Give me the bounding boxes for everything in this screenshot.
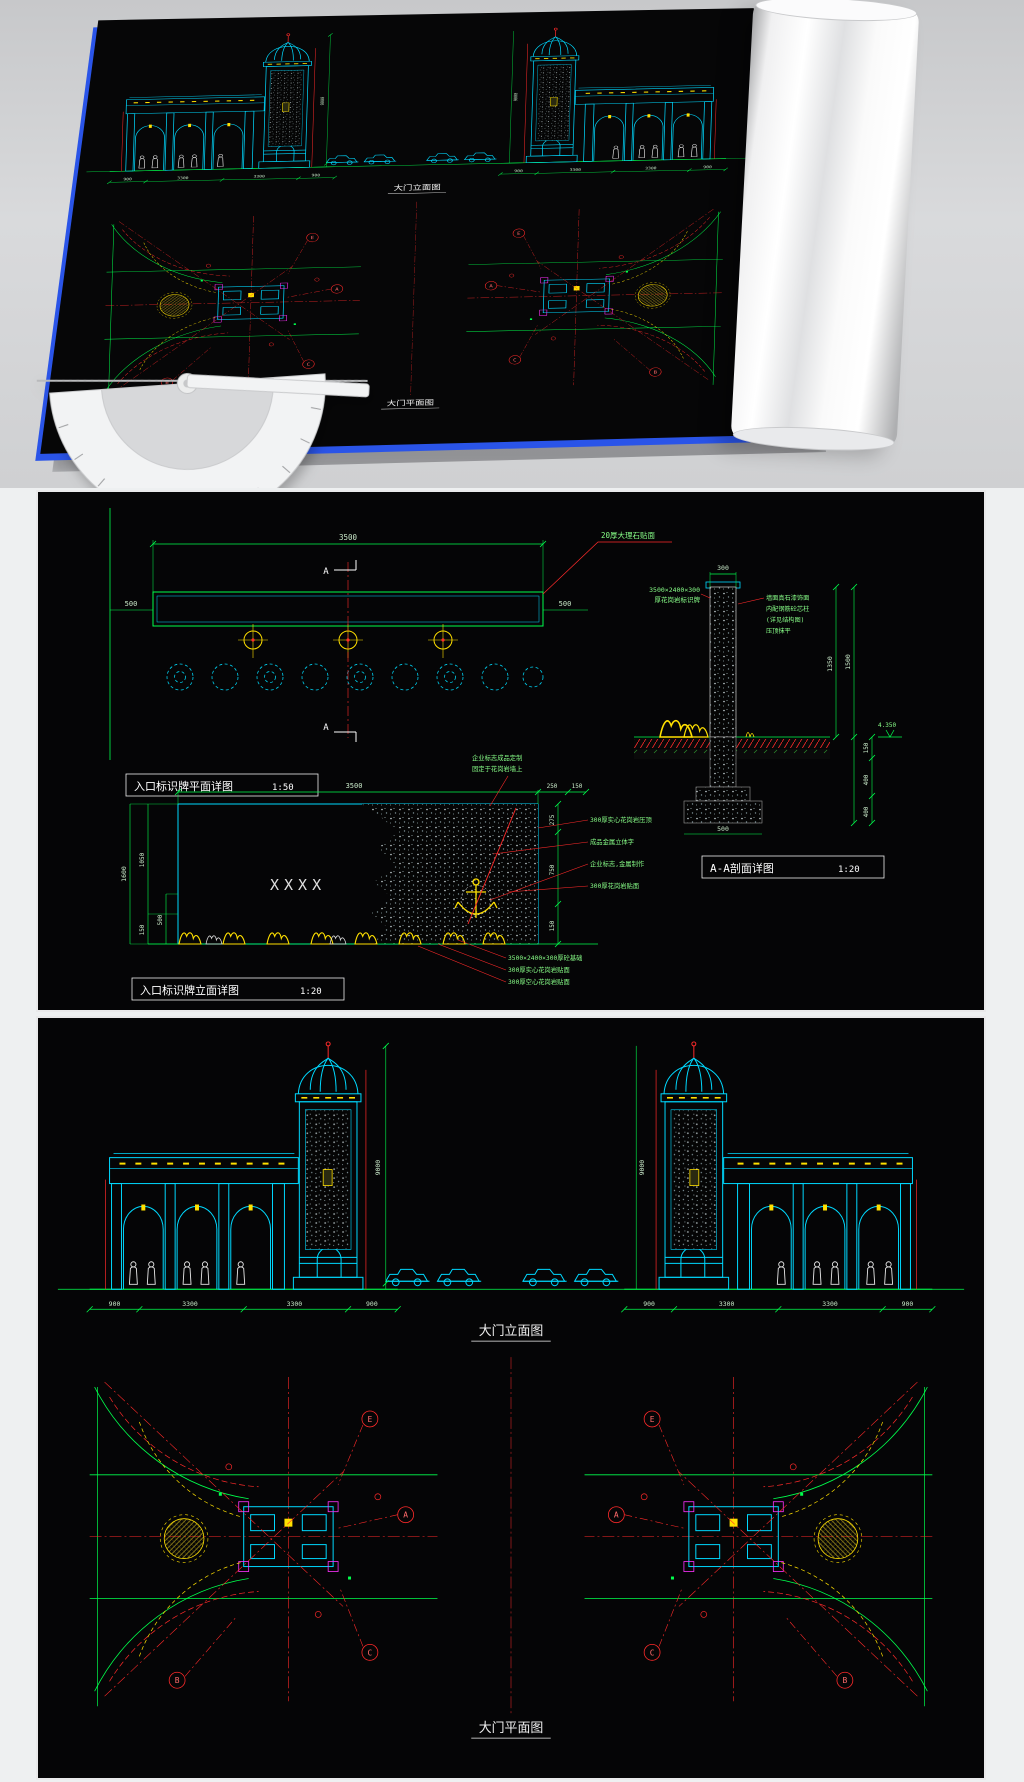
dim-label: 150 bbox=[549, 920, 556, 931]
planting-circles bbox=[167, 664, 543, 690]
dim-label: 3500 bbox=[346, 782, 363, 790]
protractor-tool bbox=[35, 334, 385, 488]
dim-label: 1350 bbox=[826, 656, 834, 672]
dim-label: 1600 bbox=[120, 866, 128, 882]
dim-label: 300 bbox=[717, 564, 729, 572]
gate-drawing bbox=[38, 1018, 984, 1778]
annotation: 墙面真石漆饰面 bbox=[766, 594, 809, 602]
annotation: 成品金属立体字 bbox=[590, 837, 634, 846]
annotation: 厚花岗岩标识牌 bbox=[655, 595, 701, 604]
dim-label: 3500 bbox=[339, 533, 358, 542]
section-mark-label: A bbox=[323, 567, 329, 577]
level-label: 4.350 bbox=[878, 722, 896, 729]
elevation-scale: 1:20 bbox=[300, 987, 322, 997]
dim-label: 1500 bbox=[844, 654, 852, 670]
dim-label: 500 bbox=[157, 914, 164, 925]
dim-label: 750 bbox=[549, 864, 556, 875]
sign-plan-title: 入口标识牌平面详图 bbox=[134, 779, 233, 793]
dim-label: 500 bbox=[125, 600, 138, 608]
sign-plan-view: 3500 500 500 bbox=[110, 508, 672, 796]
dim-label: 250 bbox=[547, 783, 558, 790]
section-title: A-A剖面详图 bbox=[710, 861, 774, 875]
annotation: 3500×2400×300厚砼基础 bbox=[508, 953, 582, 962]
gate-panel bbox=[36, 1016, 986, 1780]
section-marks bbox=[334, 560, 356, 742]
dim-label: 150 bbox=[572, 783, 583, 790]
elevation-title: 入口标识牌立面详图 bbox=[140, 983, 239, 997]
annotation: 固定于花岗岩墙上 bbox=[472, 764, 522, 773]
annotation: 300厚花岗岩贴面 bbox=[590, 881, 639, 890]
annotation: 内配钢筋砼芯柱 bbox=[766, 605, 809, 613]
annotation: 3500×2400×300 bbox=[649, 586, 700, 594]
annotation: 压顶抹平 bbox=[766, 627, 791, 635]
dim-label: 500 bbox=[717, 825, 729, 833]
section-mark-label: A bbox=[323, 723, 329, 733]
annotation: 300厚空心花岗岩贴面 bbox=[508, 977, 570, 986]
annotation: 企业标志成品定制 bbox=[472, 753, 522, 762]
sign-board-text: XXXX bbox=[270, 876, 326, 894]
annotation: 企业标志,金属制作 bbox=[590, 859, 645, 868]
annotation: 20厚大理石贴面 bbox=[601, 530, 656, 540]
annotation: (详见结构图) bbox=[766, 616, 804, 624]
annotation: 300厚实心花岗岩贴面 bbox=[508, 965, 570, 974]
dim-label: 400 bbox=[863, 774, 870, 785]
sign-detail-drawing: 3500 500 500 bbox=[38, 492, 984, 1010]
hero-section bbox=[0, 0, 1024, 488]
dim-label: 150 bbox=[863, 742, 870, 753]
dim-label: 1050 bbox=[139, 852, 146, 867]
dim-label: 275 bbox=[549, 814, 556, 825]
dim-label: 150 bbox=[139, 924, 146, 935]
stone-cladding bbox=[362, 804, 538, 944]
sign-section-view: 300 500 3500×2400×300 厚花岗岩标识牌 墙面真石漆饰面 内配… bbox=[634, 564, 902, 878]
annotation: 300厚实心花岗岩压顶 bbox=[590, 815, 652, 824]
sign-plan-scale: 1:50 bbox=[272, 783, 294, 793]
dim-label: 400 bbox=[863, 806, 870, 817]
paper-roll bbox=[731, 0, 920, 448]
dim-label: 500 bbox=[559, 600, 572, 608]
section-scale: 1:20 bbox=[838, 865, 860, 875]
sign-detail-panel: 3500 500 500 bbox=[36, 490, 986, 1012]
